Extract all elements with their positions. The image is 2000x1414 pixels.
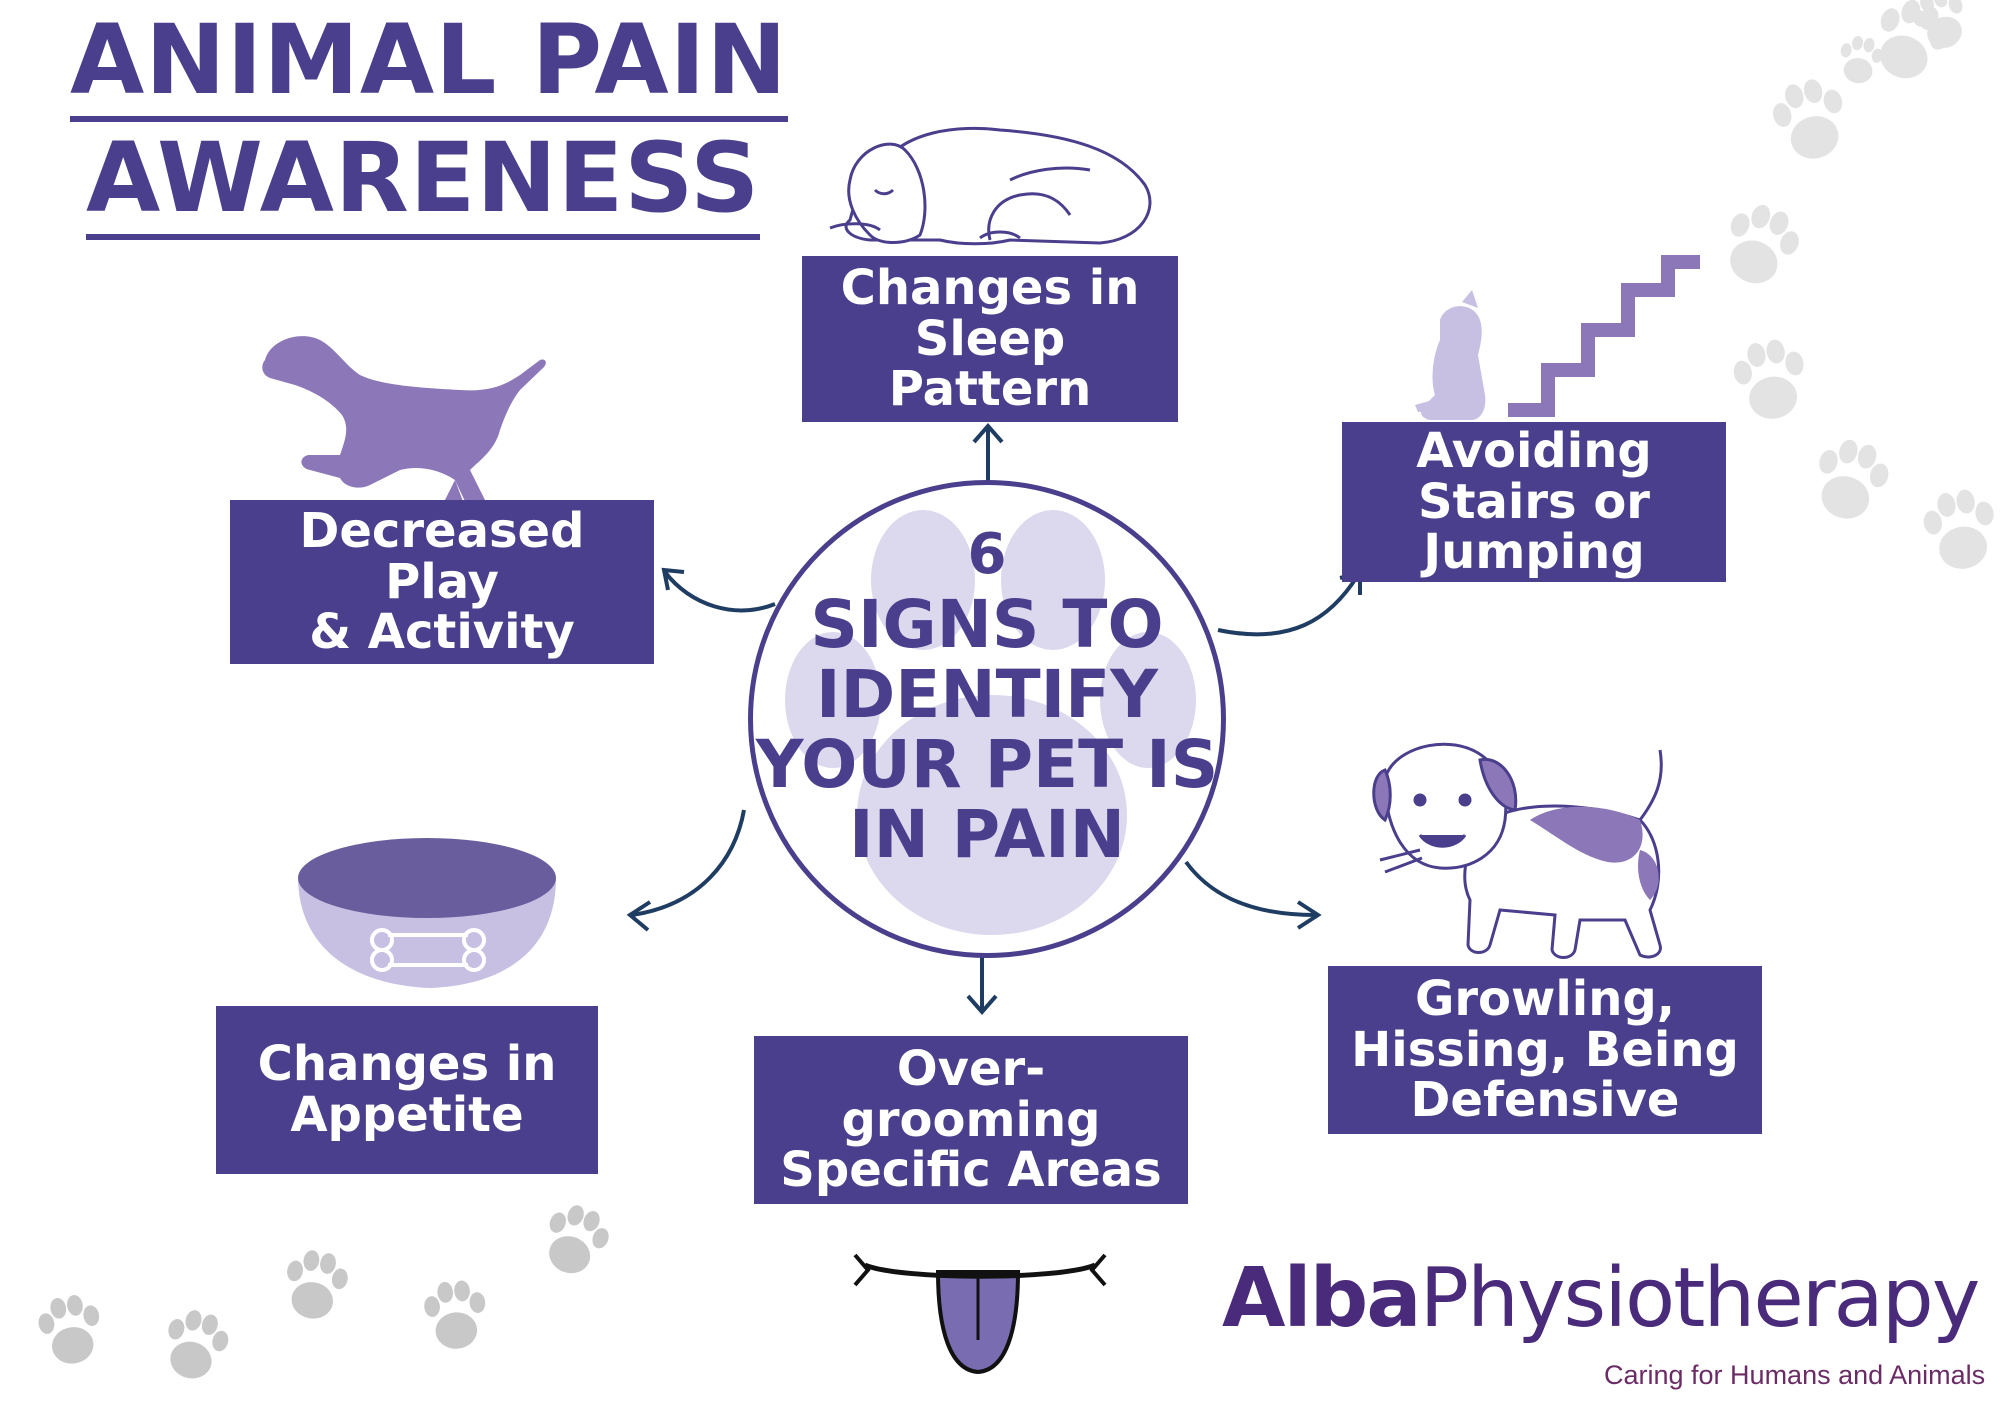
arrowhead-icon	[1296, 900, 1322, 930]
title-line-1: ANIMAL PAIN	[70, 4, 788, 122]
paw-print-icon	[422, 1278, 490, 1352]
growling-puppy-icon	[1372, 742, 1663, 959]
sign-play-line-1: Decreased Play	[299, 502, 585, 610]
center-line-4: IN PAIN	[849, 796, 1125, 874]
paw-print-icon	[1919, 485, 2000, 575]
arrowhead-icon	[966, 994, 998, 1016]
arrow-to-stairs	[1217, 573, 1360, 637]
running-dog-icon	[262, 336, 546, 528]
paw-print-icon	[1714, 196, 1808, 294]
sleeping-dog-icon	[829, 126, 1152, 246]
arrowhead-icon	[626, 900, 652, 932]
center-circle: 6 SIGNS TO IDENTIFY YOUR PET IS IN PAIN	[748, 480, 1226, 958]
center-line-1: SIGNS TO	[810, 586, 1164, 664]
sign-sleep-box: Changes in Sleep Pattern	[802, 256, 1178, 422]
sign-stairs-line-1: Avoiding	[1416, 422, 1652, 479]
center-paw-icon	[785, 510, 1196, 935]
arrowhead-icon	[661, 567, 685, 591]
paw-print-icon	[535, 1198, 616, 1283]
brand-tagline: Caring for Humans and Animals	[1604, 1360, 1986, 1390]
sign-play-line-2: & Activity	[309, 604, 575, 661]
title-line-2: AWARENESS	[86, 122, 761, 240]
sign-play-box: Decreased Play & Activity	[230, 500, 654, 664]
sign-grooming-box: Over- grooming Specific Areas	[754, 1036, 1188, 1204]
sign-growling-box: Growling, Hissing, Being Defensive	[1328, 966, 1762, 1134]
sign-appetite-box: Changes in Appetite	[216, 1006, 598, 1174]
paw-print-icon	[34, 1291, 107, 1369]
sign-sleep-line-1: Changes in	[840, 259, 1140, 316]
sign-sleep-line-2: Sleep Pattern	[888, 310, 1092, 418]
logo-alba-text: Alba	[1222, 1251, 1422, 1346]
sign-growling-line-2: Hissing, Being	[1351, 1021, 1739, 1078]
center-heading: 6 SIGNS TO IDENTIFY YOUR PET IS IN PAIN	[753, 525, 1221, 870]
sign-appetite-line-2: Appetite	[290, 1087, 524, 1143]
sign-growling-line-1: Growling,	[1414, 970, 1676, 1027]
sign-grooming-line-3: Specific Areas	[780, 1142, 1162, 1199]
logo-physiotherapy-text: Physiotherapy	[1419, 1251, 1981, 1346]
arrowhead-icon	[972, 422, 1004, 444]
sign-grooming-line-2: grooming	[841, 1091, 1101, 1148]
sign-grooming-line-1: Over-	[896, 1040, 1046, 1097]
center-line-3: YOUR PET IS	[755, 726, 1219, 804]
dog-on-stairs-icon	[1415, 255, 1700, 420]
paw-print-icon	[1835, 33, 1886, 87]
paw-print-icon	[1729, 335, 1813, 425]
brand-logo: AlbaPhysiotherapy	[1222, 1258, 1980, 1340]
sign-growling-line-3: Defensive	[1410, 1072, 1680, 1129]
paw-print-icon	[279, 1246, 352, 1324]
sign-stairs-line-2: Stairs or	[1418, 473, 1650, 530]
connector-arrows	[626, 422, 1362, 1016]
arrow-to-appetite	[631, 809, 746, 917]
paw-print-icon	[1766, 73, 1855, 167]
sign-stairs-line-3: Jumping	[1423, 524, 1645, 581]
arrow-to-growling	[1184, 860, 1316, 917]
sign-appetite-line-1: Changes in	[257, 1036, 557, 1093]
center-number: 6	[967, 522, 1007, 587]
center-line-2: IDENTIFY	[815, 656, 1159, 734]
tongue-icon	[853, 1253, 1107, 1375]
paw-print-icon	[1806, 433, 1895, 527]
arrow-to-play	[663, 570, 776, 613]
food-bowl-icon	[298, 838, 556, 988]
sign-stairs-box: Avoiding Stairs or Jumping	[1342, 422, 1726, 582]
paw-print-icon	[157, 1304, 234, 1386]
